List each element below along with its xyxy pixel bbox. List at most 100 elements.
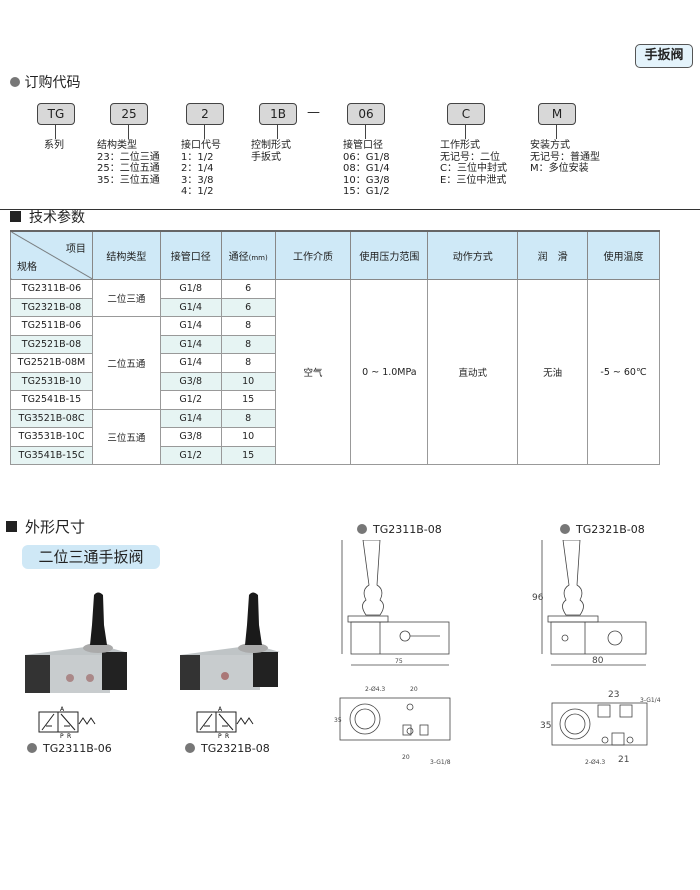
tech-medium: 空气 [274,279,352,465]
tech-rows-2-port: G1/4 [159,316,222,336]
tech-rows-9-port: G1/2 [159,445,222,465]
dimensions-products-1-caption: TG2321B-08 [201,742,270,755]
tech-rows-4-port: G1/4 [159,353,222,373]
order_code-groups-2-lines-1: 2：1/4 [181,163,214,175]
dimensions-drawings-0-ports: 3-G1/8 [430,759,451,766]
dimensions-drawings-1-depth: 35 [540,721,551,731]
dimensions-symbol-p: P [218,733,222,738]
tech-headers-spec: 规格 [17,262,37,273]
order-code-title: 订购代码 [24,75,81,91]
product-photos [25,592,280,693]
tech-structures-1: 二位五通 [91,316,161,410]
tech-rows-3-model: TG2521B-08 [10,334,93,354]
dimensions-heading: 外形尺寸 [6,516,85,537]
square-bullet-icon [6,521,17,532]
order_code-groups-4-title: 接管口径 [343,140,383,151]
tech-rows-7-model: TG3521B-08C [10,408,93,428]
tech-heading: 技术参数 [10,207,85,227]
tech-headers-lube: 润 滑 [517,230,589,280]
bullet-icon [27,743,37,753]
dimensions-products-0-caption: TG2311B-06 [43,742,112,755]
tech-rows-3-bore: 8 [220,334,276,354]
spec-table: 项目规格 结构类型 接管口径 通径(mm) 工作介质 使用压力范围 动作方式 润… [10,230,660,465]
dimensions-drawings-0-depth: 35 [334,717,342,724]
drawing-caption: TG2311B-08 [357,523,442,536]
order_code-groups-5-lines-1: C：三位中封式 [440,163,507,175]
dimensions-drawings-0-pitch: 20 [402,754,410,761]
group-series: 系列 [44,140,64,152]
product-photo-tg2321b-08 [180,592,280,690]
order_code-groups-1-title: 结构类型 [97,140,137,151]
order_code-groups-3-lines-0: 手扳式 [251,151,281,163]
code-box-port-code: 2 [186,103,224,125]
code-box-mount: M [538,103,576,125]
tech-rows-7-port: G1/4 [159,408,222,428]
order_code-groups-6-title: 安装方式 [530,140,570,151]
tech-headers-structure: 结构类型 [91,230,161,280]
type-badge: 二位三通手扳阀 [22,545,160,569]
product-caption: TG2321B-08 [185,742,270,755]
code-box-work: C [447,103,485,125]
order_code-groups-5-title: 工作形式 [440,140,480,151]
tech-rows-9-model: TG3541B-15C [10,445,93,465]
tech-rows-0-model: TG2311B-06 [10,279,93,299]
dimensions-drawings-0-holes: 2-Ø4.3 [365,686,385,693]
tech-rows-7-bore: 8 [220,408,276,428]
product-photo-tg2311b-06 [25,592,127,693]
tech-rows-6-model: TG2541B-15 [10,390,93,410]
order_code-groups-5-lines-0: 无记号：二位 [440,151,500,163]
code-box-pipe: 06 [347,103,385,125]
tech-rows-8-bore: 10 [220,427,276,447]
tech-rows-1-port: G1/4 [159,297,222,317]
product-caption: TG2311B-06 [27,742,112,755]
order_code-groups-4-lines-1: 08：G1/4 [343,163,390,175]
tech-headers-temp: 使用温度 [587,230,660,280]
tech-headers-port: 接管口径 [159,230,222,280]
tech-rows-6-port: G1/2 [159,390,222,410]
order_code-groups-6-lines-0: 无记号：普通型 [530,151,600,163]
category-tag: 手扳阀 [635,44,693,68]
tech-pressure: 0 ~ 1.0MPa [350,279,429,465]
dimensions-drawings-1-caption: TG2321B-08 [576,523,645,536]
group-control: 控制形式手扳式 [251,140,291,163]
order_code-groups-4-lines-3: 15：G1/2 [343,186,390,198]
dimensions-drawings-0-pitch: 20 [410,686,418,693]
tech-rows-5-port: G3/8 [159,371,222,391]
tech-rows-4-bore: 8 [220,353,276,373]
order_code-groups-6-lines-1: M：多位安装 [530,163,589,175]
dimensions-drawings-1-height: 96 [532,593,544,603]
tech-title: 技术参数 [29,210,85,226]
dimensions-drawings-1-pitch: 23 [608,690,619,700]
bullet-icon [185,743,195,753]
order_code-groups-1-lines-2: 35：三位五通 [97,174,160,186]
bullet-icon [560,524,570,534]
code-dash: — [307,105,320,120]
order-code-heading: 订购代码 [10,72,80,92]
dimensions-drawings-1-ports: 3-G1/4 [640,697,661,704]
dimensions-symbol-a: A [60,706,65,713]
tech-headers-medium: 工作介质 [274,230,352,280]
code-box-structure: 25 [110,103,148,125]
tech-temp: -5 ~ 60℃ [587,279,660,465]
tech-rows-1-model: TG2321B-08 [10,297,93,317]
tech-rows-5-model: TG2531B-10 [10,371,93,391]
tech-rows-8-model: TG3531B-10C [10,427,93,447]
order_code-groups-2-title: 接口代号 [181,140,221,151]
tech-rows-2-bore: 8 [220,316,276,336]
order_code-groups-2-lines-2: 3：3/8 [181,174,214,186]
tech-rows-6-bore: 15 [220,390,276,410]
divider [0,209,700,210]
square-bullet-icon [10,211,21,222]
